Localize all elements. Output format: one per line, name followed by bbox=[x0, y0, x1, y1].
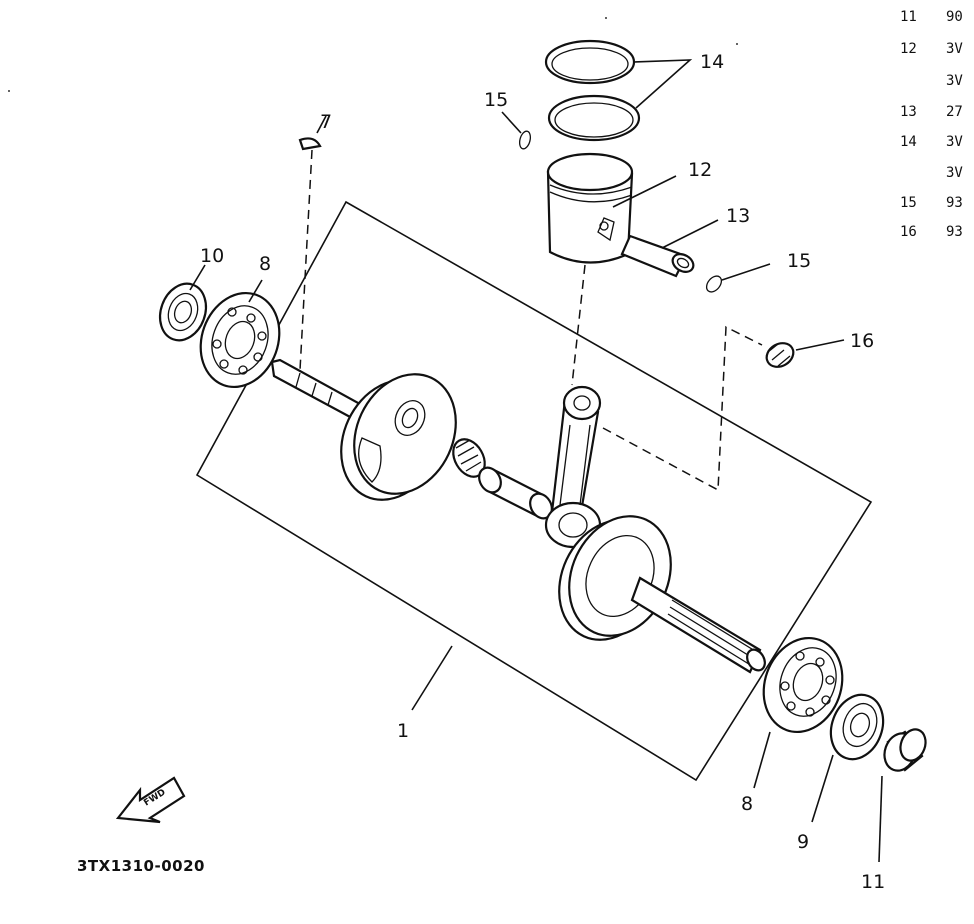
callout-15: 15 bbox=[787, 250, 811, 272]
callout-13: 13 bbox=[726, 205, 750, 227]
parts-list-code: 90 bbox=[946, 9, 963, 25]
callout-15: 15 bbox=[484, 89, 508, 111]
callout-9: 9 bbox=[797, 831, 809, 853]
circlip bbox=[705, 275, 723, 293]
parts-list-code: 27 bbox=[946, 104, 963, 120]
leader-lines bbox=[189, 59, 883, 863]
parts-list-ref: 16 bbox=[900, 224, 917, 240]
small-end-bearing bbox=[765, 342, 795, 368]
woodruff-key bbox=[298, 137, 322, 151]
callout-14: 14 bbox=[700, 51, 724, 73]
callout-7: 7 bbox=[320, 111, 332, 133]
parts-list-ref: 15 bbox=[900, 195, 917, 211]
parts-list-code: 3V bbox=[946, 165, 963, 181]
assembly-guide-lines bbox=[299, 149, 763, 492]
diagram-code: 3TX1310-0020 bbox=[77, 857, 205, 875]
fwd-arrow: FWD bbox=[115, 776, 186, 824]
parts-list: 11 90 12 3V 3V 13 27 14 3V 3V 15 93 16 9… bbox=[900, 9, 963, 240]
parts-list-ref: 13 bbox=[900, 104, 917, 120]
oil-seal-right bbox=[829, 693, 885, 761]
callout-10: 10 bbox=[200, 245, 224, 267]
parts-list-code: 3V bbox=[946, 134, 963, 150]
callouts: 1 7 8 8 9 10 11 12 13 14 15 15 16 bbox=[200, 51, 885, 893]
piston-rings bbox=[544, 39, 641, 142]
parts-list-ref: 14 bbox=[900, 134, 917, 150]
bearing-right bbox=[762, 636, 844, 734]
parts-list-code: 93 bbox=[946, 195, 963, 211]
circlip bbox=[518, 130, 532, 150]
parts-list-code: 93 bbox=[946, 224, 963, 240]
connecting-rod bbox=[544, 385, 602, 549]
crank-pin bbox=[478, 466, 553, 520]
callout-8: 8 bbox=[259, 253, 271, 275]
piston bbox=[546, 152, 634, 264]
callout-8: 8 bbox=[741, 793, 753, 815]
piston-pin bbox=[620, 234, 695, 278]
callout-12: 12 bbox=[688, 159, 712, 181]
collar bbox=[883, 728, 927, 772]
callout-1: 1 bbox=[397, 720, 409, 742]
crank-half-left bbox=[270, 358, 457, 501]
parts-list-ref: 12 bbox=[900, 41, 917, 57]
bearing-left bbox=[199, 291, 281, 389]
parts-list-ref: 11 bbox=[900, 9, 917, 25]
callout-11: 11 bbox=[861, 871, 885, 893]
parts-list-code: 3V bbox=[946, 41, 963, 57]
parts-list-code: 3V bbox=[946, 73, 963, 89]
crank-half-right bbox=[558, 515, 766, 674]
callout-16: 16 bbox=[850, 330, 874, 352]
